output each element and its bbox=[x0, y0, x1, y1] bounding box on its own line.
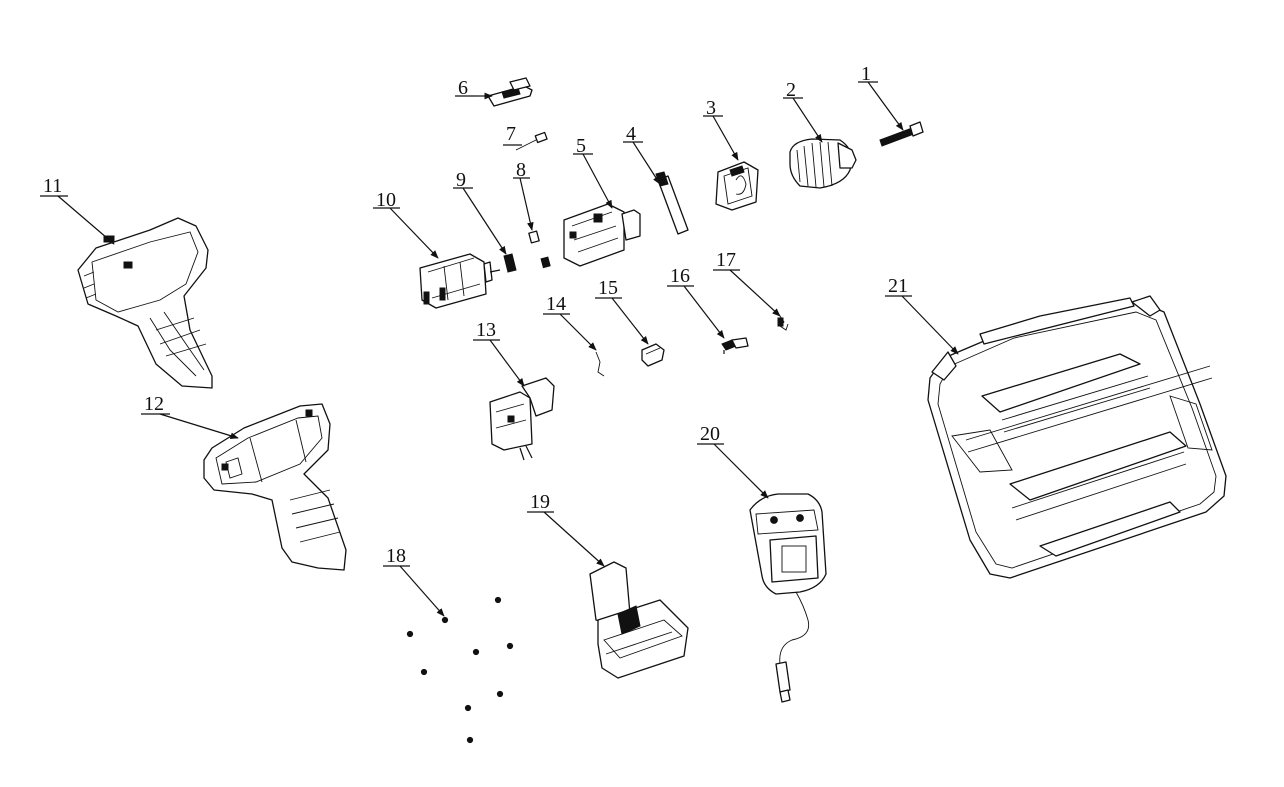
callout-20-number: 20 bbox=[700, 423, 720, 445]
callout-8: 8 bbox=[513, 159, 534, 231]
callout-5-number: 5 bbox=[576, 135, 586, 157]
part-15-button bbox=[641, 343, 665, 367]
part-6-clip bbox=[487, 77, 533, 107]
callout-17-number: 17 bbox=[716, 249, 736, 271]
callout-2: 2 bbox=[783, 79, 823, 143]
callout-15: 15 bbox=[595, 277, 649, 345]
callout-1-number: 1 bbox=[861, 63, 871, 85]
callout-16: 16 bbox=[667, 265, 725, 339]
part-19-battery bbox=[589, 561, 689, 679]
part-12-housing-right bbox=[203, 403, 347, 571]
callout-18-number: 18 bbox=[386, 545, 406, 567]
part-20-charger bbox=[749, 493, 827, 703]
callout-7-number: 7 bbox=[506, 123, 516, 145]
part-16-latch bbox=[721, 337, 749, 354]
callout-7: 7 bbox=[503, 123, 522, 146]
callout-19-number: 19 bbox=[530, 491, 550, 513]
callout-9-number: 9 bbox=[456, 169, 466, 191]
part-9-pinion bbox=[503, 253, 517, 273]
callout-11: 11 bbox=[40, 175, 115, 245]
callout-20: 20 bbox=[697, 423, 769, 499]
callout-18: 18 bbox=[383, 545, 445, 617]
part-11-housing-left bbox=[77, 217, 213, 389]
callout-13: 13 bbox=[473, 319, 525, 387]
callout-10-number: 10 bbox=[376, 189, 396, 211]
callout-14-number: 14 bbox=[546, 293, 566, 315]
part-13-switch bbox=[489, 377, 555, 461]
part-7-wire bbox=[515, 131, 548, 151]
part-8-spring bbox=[528, 230, 551, 269]
callout-14: 14 bbox=[543, 293, 597, 351]
callout-15-number: 15 bbox=[598, 277, 618, 299]
part-18-screws bbox=[406, 596, 514, 744]
callout-17: 17 bbox=[713, 249, 781, 317]
callout-3: 3 bbox=[703, 97, 739, 161]
callout-16-number: 16 bbox=[670, 265, 690, 287]
callout-12: 12 bbox=[141, 393, 239, 439]
callout-13-number: 13 bbox=[476, 319, 496, 341]
callout-8-number: 8 bbox=[516, 159, 526, 181]
callout-19: 19 bbox=[527, 491, 605, 567]
part-14-spring bbox=[595, 351, 605, 377]
part-1-bit bbox=[879, 121, 924, 147]
callout-6-number: 6 bbox=[458, 77, 468, 99]
callout-4-number: 4 bbox=[626, 123, 636, 145]
callout-21-number: 21 bbox=[888, 275, 908, 297]
part-21-carry-case bbox=[927, 295, 1227, 579]
callout-9: 9 bbox=[453, 169, 507, 255]
part-10-motor bbox=[419, 253, 501, 309]
part-5-gearbox bbox=[563, 203, 641, 267]
callout-2-number: 2 bbox=[786, 79, 796, 101]
callout-3-number: 3 bbox=[706, 97, 716, 119]
callout-5: 5 bbox=[573, 135, 613, 209]
callout-1: 1 bbox=[858, 63, 904, 131]
callout-11-number: 11 bbox=[43, 175, 62, 197]
part-17-spring bbox=[777, 315, 789, 331]
part-2-chuck bbox=[789, 138, 857, 189]
callout-10: 10 bbox=[373, 189, 439, 259]
callout-12-number: 12 bbox=[144, 393, 164, 415]
part-4-plate bbox=[655, 171, 689, 235]
part-3-gear-cap bbox=[715, 161, 759, 211]
callout-4: 4 bbox=[623, 123, 661, 185]
callout-21: 21 bbox=[885, 275, 959, 355]
callout-6: 6 bbox=[455, 77, 493, 100]
